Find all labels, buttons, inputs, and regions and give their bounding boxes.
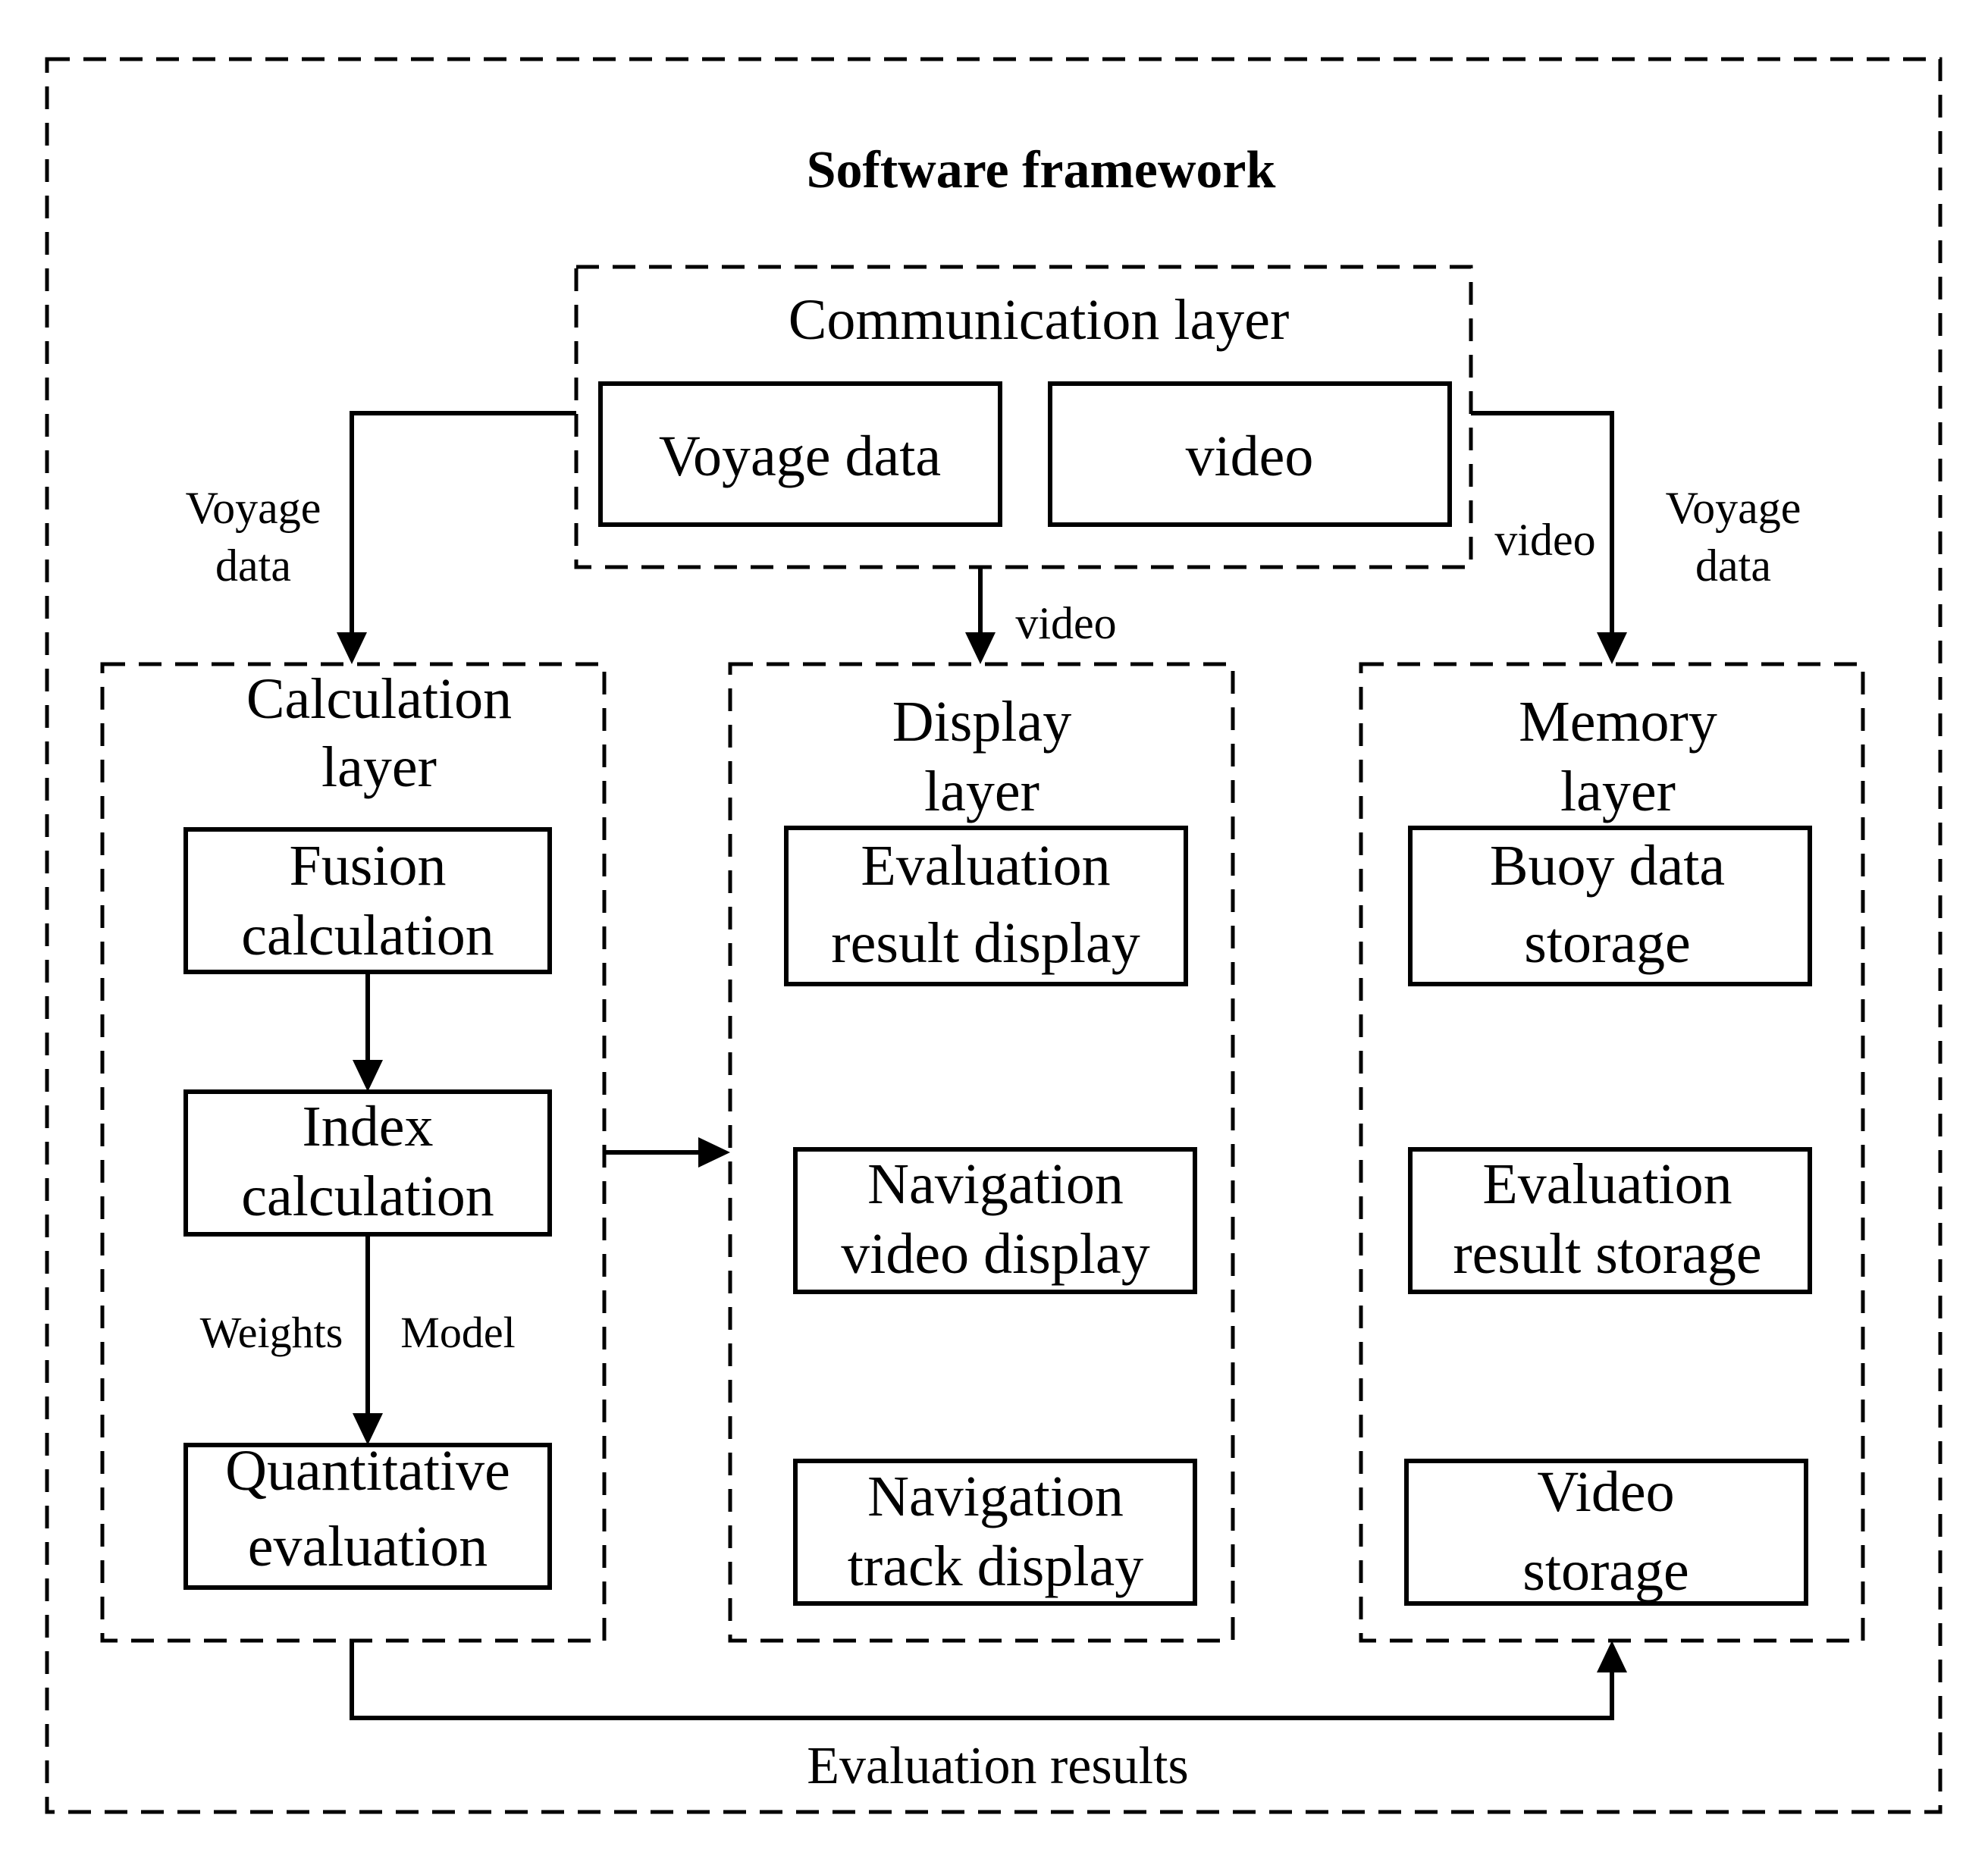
- evaluation-result-display-line2: result display: [831, 911, 1140, 975]
- calculation-layer-label-2: layer: [321, 735, 437, 799]
- edge-label-video-right: video: [1494, 515, 1596, 565]
- framework-border: [45, 57, 1943, 1814]
- arrowhead-memory-top: [1597, 632, 1627, 664]
- fusion-calculation-line2: calculation: [241, 904, 494, 967]
- diagram-title: Software framework: [806, 141, 1276, 199]
- evaluation-result-display-box: [784, 826, 1188, 986]
- edge-label-voyage-right-2: data: [1695, 541, 1771, 591]
- navigation-video-display-line2: video display: [841, 1222, 1150, 1286]
- voyage-data-box: [598, 381, 1002, 527]
- evaluation-result-storage-box: [1408, 1147, 1812, 1294]
- evaluation-result-storage-line1: Evaluation: [1482, 1152, 1732, 1216]
- buoy-data-storage-line2: storage: [1524, 911, 1691, 975]
- arrowhead-calc: [337, 632, 367, 664]
- edge-label-voyage-left-2: data: [215, 541, 291, 591]
- communication-layer-label: Communication layer: [788, 288, 1290, 352]
- video-storage-line2: storage: [1522, 1539, 1689, 1603]
- index-calculation-line2: calculation: [241, 1165, 494, 1228]
- arrowhead-memory-bottom: [1597, 1641, 1627, 1672]
- edge-label-video-center: video: [1015, 598, 1117, 648]
- navigation-track-display-box: [793, 1459, 1197, 1606]
- evaluation-result-display-line1: Evaluation: [861, 834, 1111, 898]
- video-storage-box: [1404, 1459, 1808, 1606]
- edge-label-voyage-left-1: Voyage: [185, 483, 321, 533]
- edge-calc-to-memory: [350, 1641, 1614, 1720]
- buoy-data-storage-line1: Buoy data: [1489, 834, 1726, 898]
- navigation-video-display-box: [793, 1147, 1197, 1294]
- quantitative-evaluation-line2: evaluation: [247, 1515, 488, 1578]
- arrowhead-display-top: [965, 632, 996, 664]
- memory-layer-label-1: Memory: [1519, 690, 1717, 754]
- navigation-video-display-line1: Navigation: [867, 1152, 1124, 1216]
- display-layer-label-1: Display: [892, 690, 1072, 754]
- evaluation-result-storage-line2: result storage: [1453, 1222, 1762, 1286]
- edge-comm-to-calc: [350, 411, 576, 635]
- buoy-data-storage-box: [1408, 826, 1812, 986]
- weights-label: Weights: [199, 1308, 343, 1357]
- fusion-calculation-line1: Fusion: [289, 834, 447, 898]
- display-layer-label-2: layer: [924, 760, 1039, 823]
- navigation-track-display-line2: track display: [847, 1534, 1144, 1598]
- edge-label-evaluation-results: Evaluation results: [807, 1737, 1189, 1795]
- arrowhead-quantitative: [353, 1413, 383, 1445]
- navigation-track-display-line1: Navigation: [867, 1465, 1124, 1528]
- video-label: video: [1185, 425, 1314, 488]
- communication-layer-border: [574, 265, 1473, 569]
- model-label: Model: [400, 1308, 516, 1357]
- edge-comm-to-memory: [1471, 411, 1614, 635]
- quantitative-evaluation-line1: Quantitative: [225, 1439, 510, 1503]
- memory-layer-label-2: layer: [1560, 760, 1676, 823]
- calculation-layer-label-1: Calculation: [246, 667, 513, 731]
- index-calculation-line1: Index: [302, 1095, 434, 1158]
- video-box: [1048, 381, 1452, 527]
- video-storage-line1: Video: [1537, 1460, 1675, 1524]
- arrowhead-index: [353, 1060, 383, 1092]
- arrowhead-display-side: [698, 1137, 730, 1168]
- display-layer-border: [728, 662, 1235, 1643]
- edge-label-voyage-right-1: Voyage: [1665, 483, 1801, 533]
- voyage-data-label: Voyage data: [658, 425, 942, 488]
